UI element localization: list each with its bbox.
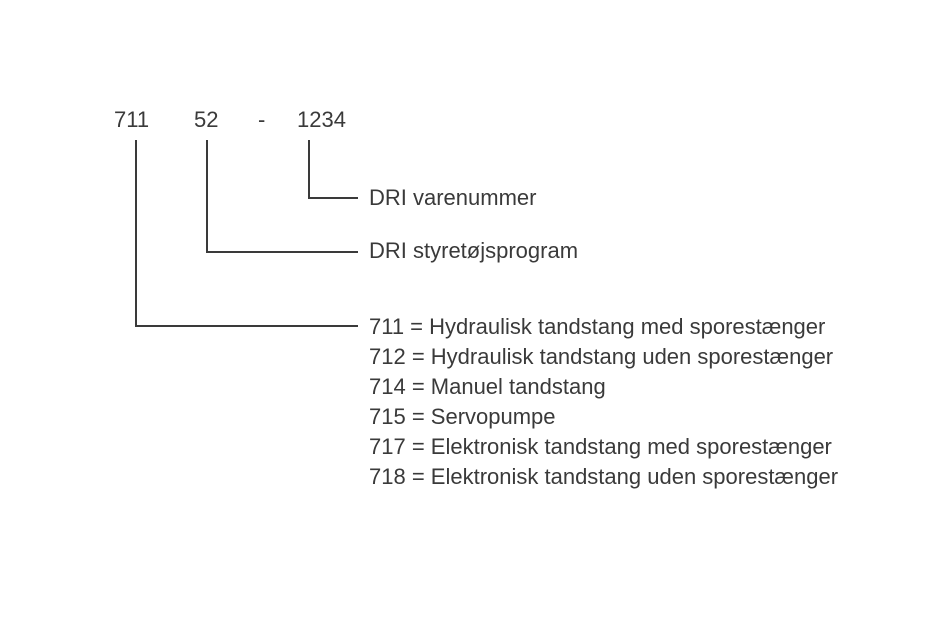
program-connector-vertical (206, 140, 208, 253)
legend-item: 718 = Elektronisk tandstang uden sporest… (369, 464, 839, 489)
item-connector-horizontal (308, 197, 358, 199)
code-program: 52 (194, 107, 219, 132)
legend-item: 712 = Hydraulisk tandstang uden sporestæ… (369, 344, 834, 369)
group-connector-vertical (135, 140, 137, 327)
legend-item: 711 = Hydraulisk tandstang med sporestæn… (369, 314, 826, 339)
legend-item: 715 = Servopumpe (369, 404, 556, 429)
legend-item: 714 = Manuel tandstang (369, 374, 606, 399)
code-group: 711 (114, 107, 150, 132)
legend-item: 717 = Elektronisk tandstang med sporestæ… (369, 434, 832, 459)
program-label: DRI styretøjsprogram (369, 238, 579, 263)
code-separator: - (258, 107, 266, 132)
item-connector-vertical (308, 140, 310, 199)
group-legend: 711 = Hydraulisk tandstang med sporestæn… (369, 312, 838, 492)
group-connector-horizontal (135, 325, 358, 327)
code-item: 1234 (297, 107, 346, 132)
program-connector-horizontal (206, 251, 358, 253)
item-label: DRI varenummer (369, 185, 537, 210)
